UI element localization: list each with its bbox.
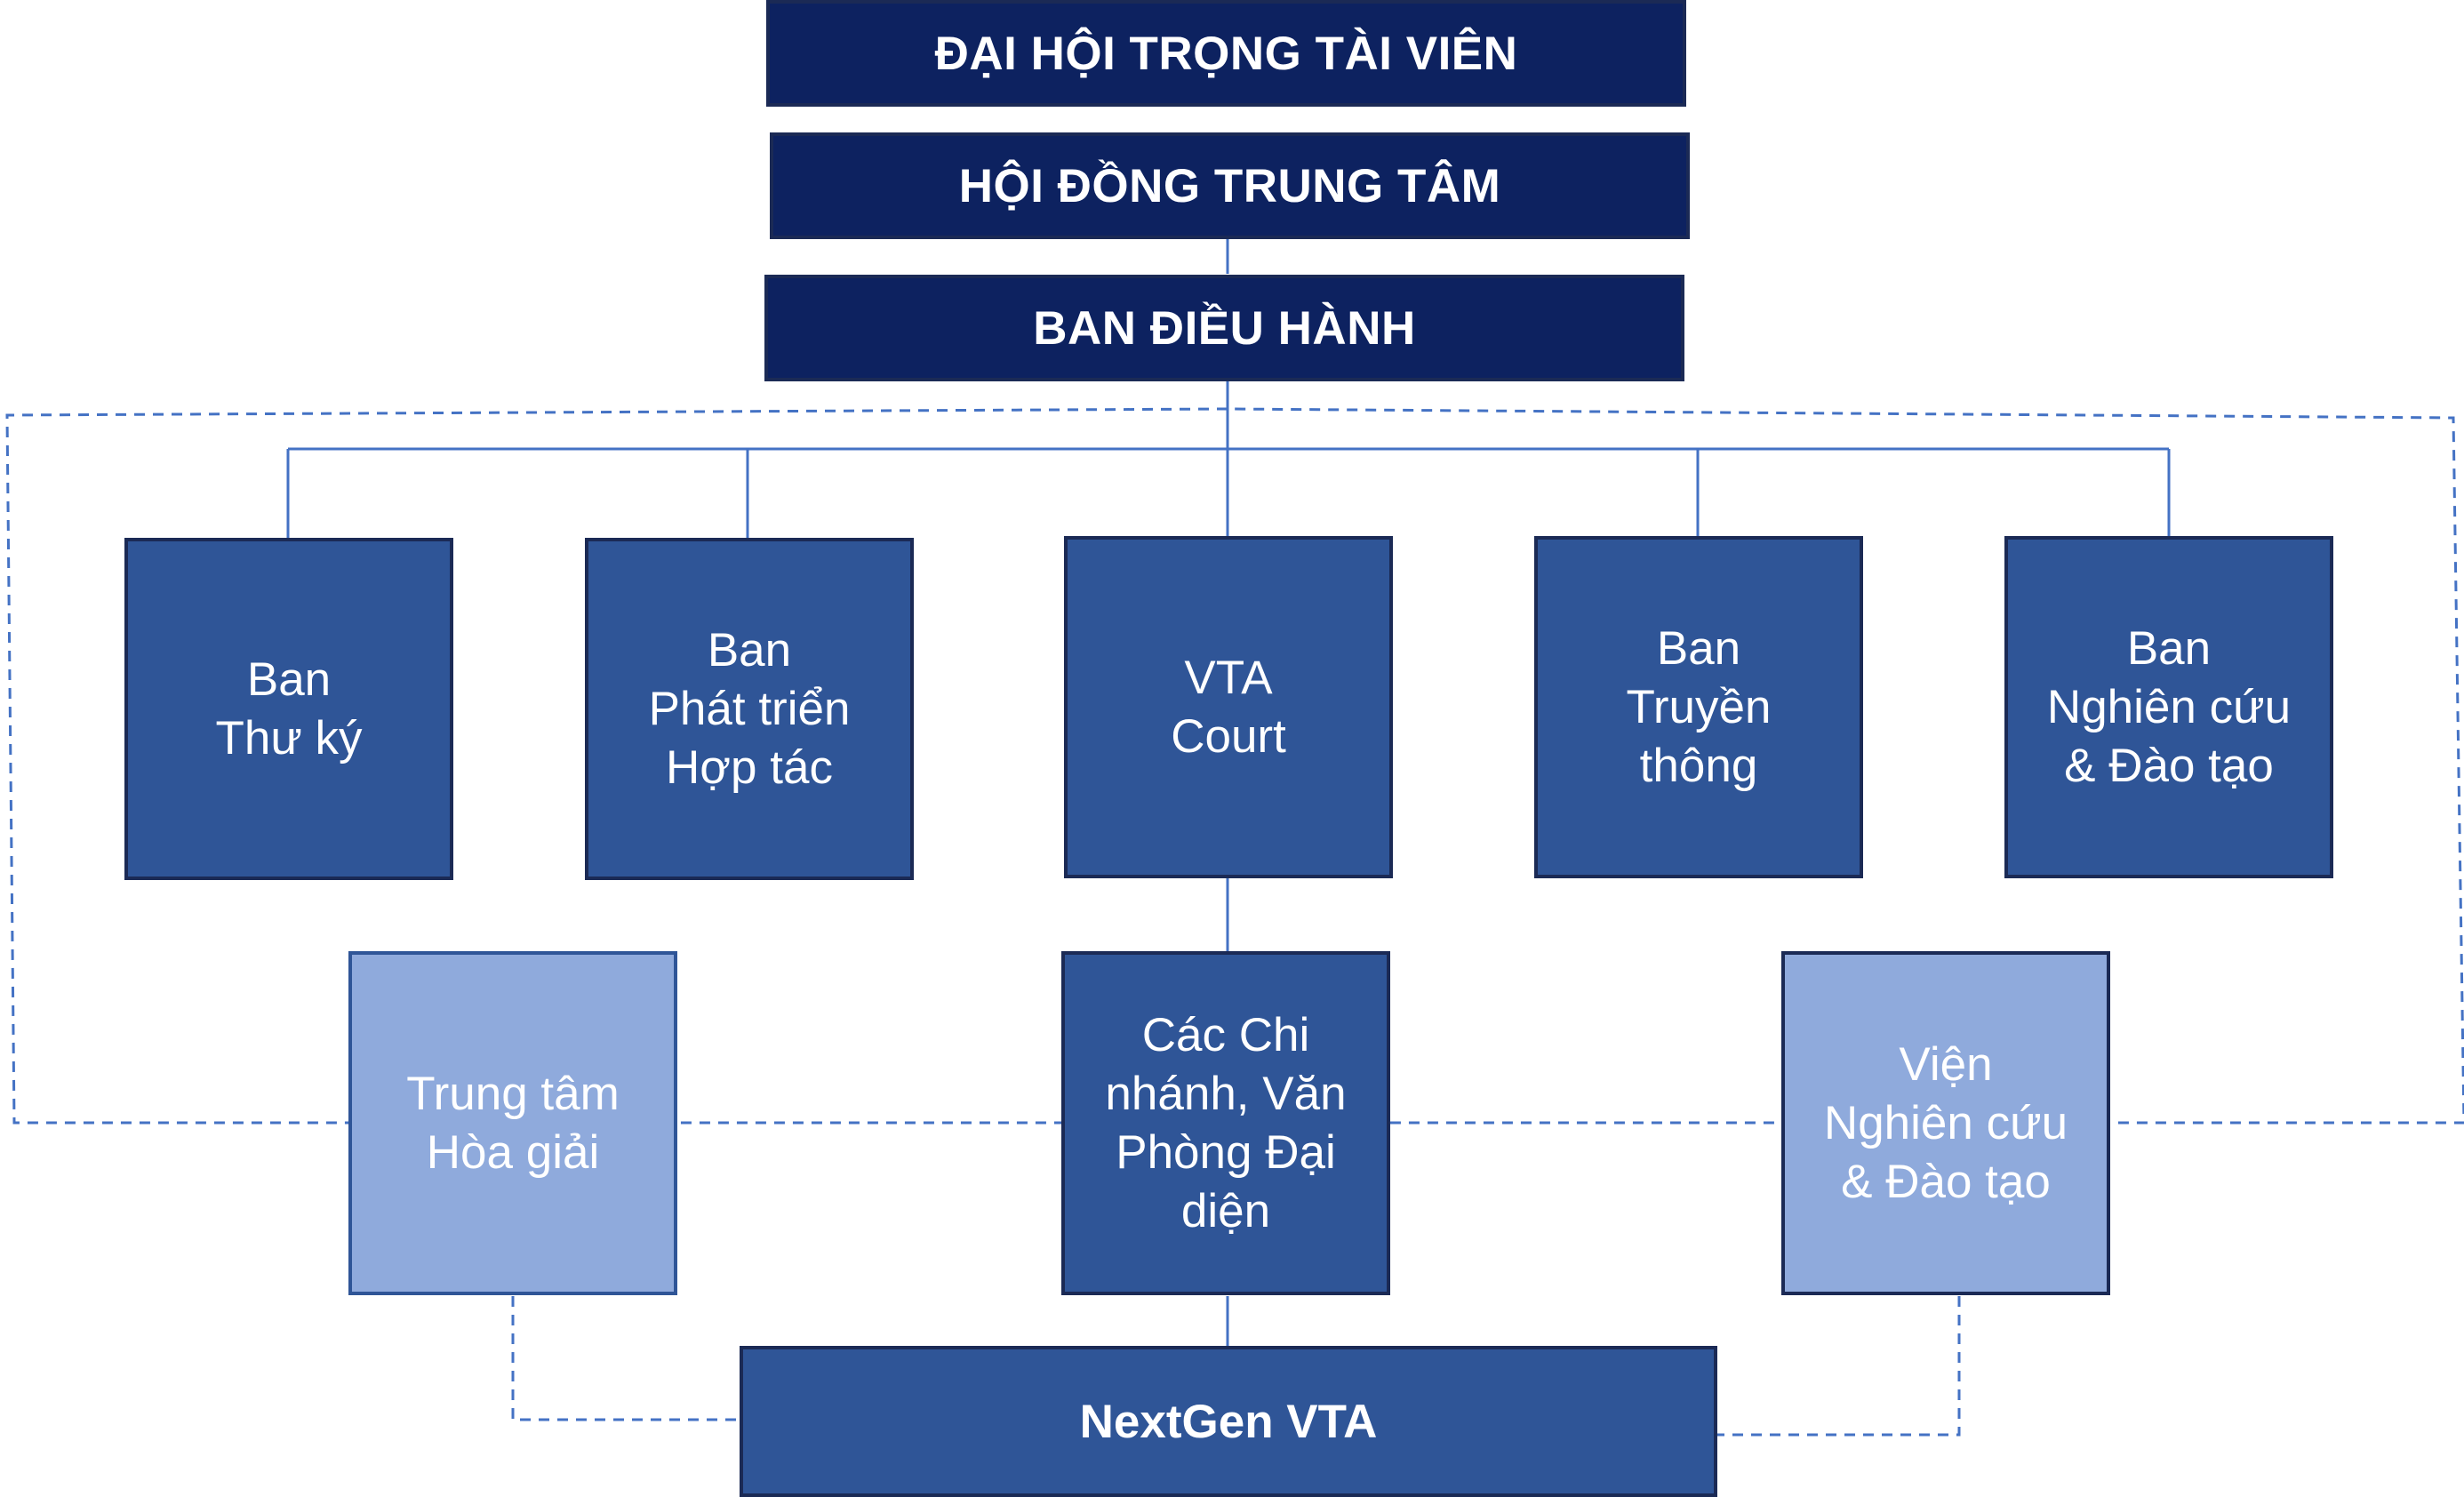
department-box-cooperation: Ban Phát triển Hợp tác bbox=[585, 538, 914, 880]
general-assembly-label: ĐẠI HỘI TRỌNG TÀI VIÊN bbox=[934, 27, 1518, 80]
department-label-secretariat: Ban Thư ký bbox=[215, 652, 363, 765]
central-council-label: HỘI ĐỒNG TRUNG TÂM bbox=[958, 159, 1501, 212]
institute-box: Viện Nghiên cứu & Đào tạo bbox=[1781, 951, 2110, 1295]
branches-label: Các Chi nhánh, Văn Phòng Đại diện bbox=[1105, 1008, 1347, 1237]
executive-board-label: BAN ĐIỀU HÀNH bbox=[1033, 301, 1416, 355]
mediation-center-box: Trung tâm Hòa giải bbox=[348, 951, 677, 1295]
central-council-box: HỘI ĐỒNG TRUNG TÂM bbox=[770, 132, 1690, 239]
mediation-to-nextgen-dashed bbox=[511, 1296, 740, 1421]
department-label-research-training: Ban Nghiên cứu & Đào tạo bbox=[2046, 621, 2292, 792]
department-label-communications: Ban Truyền thông bbox=[1626, 621, 1772, 792]
executive-board-box: BAN ĐIỀU HÀNH bbox=[764, 275, 1684, 381]
department-box-vta-court: VTA Court bbox=[1064, 536, 1393, 878]
dashed-boundary bbox=[5, 407, 2464, 1125]
branches-box: Các Chi nhánh, Văn Phòng Đại diện bbox=[1061, 951, 1390, 1295]
institute-label: Viện Nghiên cứu & Đào tạo bbox=[1823, 1037, 2068, 1208]
institute-to-nextgen-dashed bbox=[1717, 1296, 1961, 1437]
department-box-communications: Ban Truyền thông bbox=[1534, 536, 1863, 878]
general-assembly-box: ĐẠI HỘI TRỌNG TÀI VIÊN bbox=[766, 0, 1686, 107]
department-box-research-training: Ban Nghiên cứu & Đào tạo bbox=[2004, 536, 2333, 878]
mediation-center-label: Trung tâm Hòa giải bbox=[406, 1067, 620, 1179]
department-label-cooperation: Ban Phát triển Hợp tác bbox=[648, 623, 851, 794]
nextgen-box: NextGen VTA bbox=[740, 1346, 1717, 1497]
department-box-secretariat: Ban Thư ký bbox=[124, 538, 453, 880]
nextgen-label: NextGen VTA bbox=[1079, 1395, 1378, 1448]
department-label-vta-court: VTA Court bbox=[1171, 651, 1286, 763]
